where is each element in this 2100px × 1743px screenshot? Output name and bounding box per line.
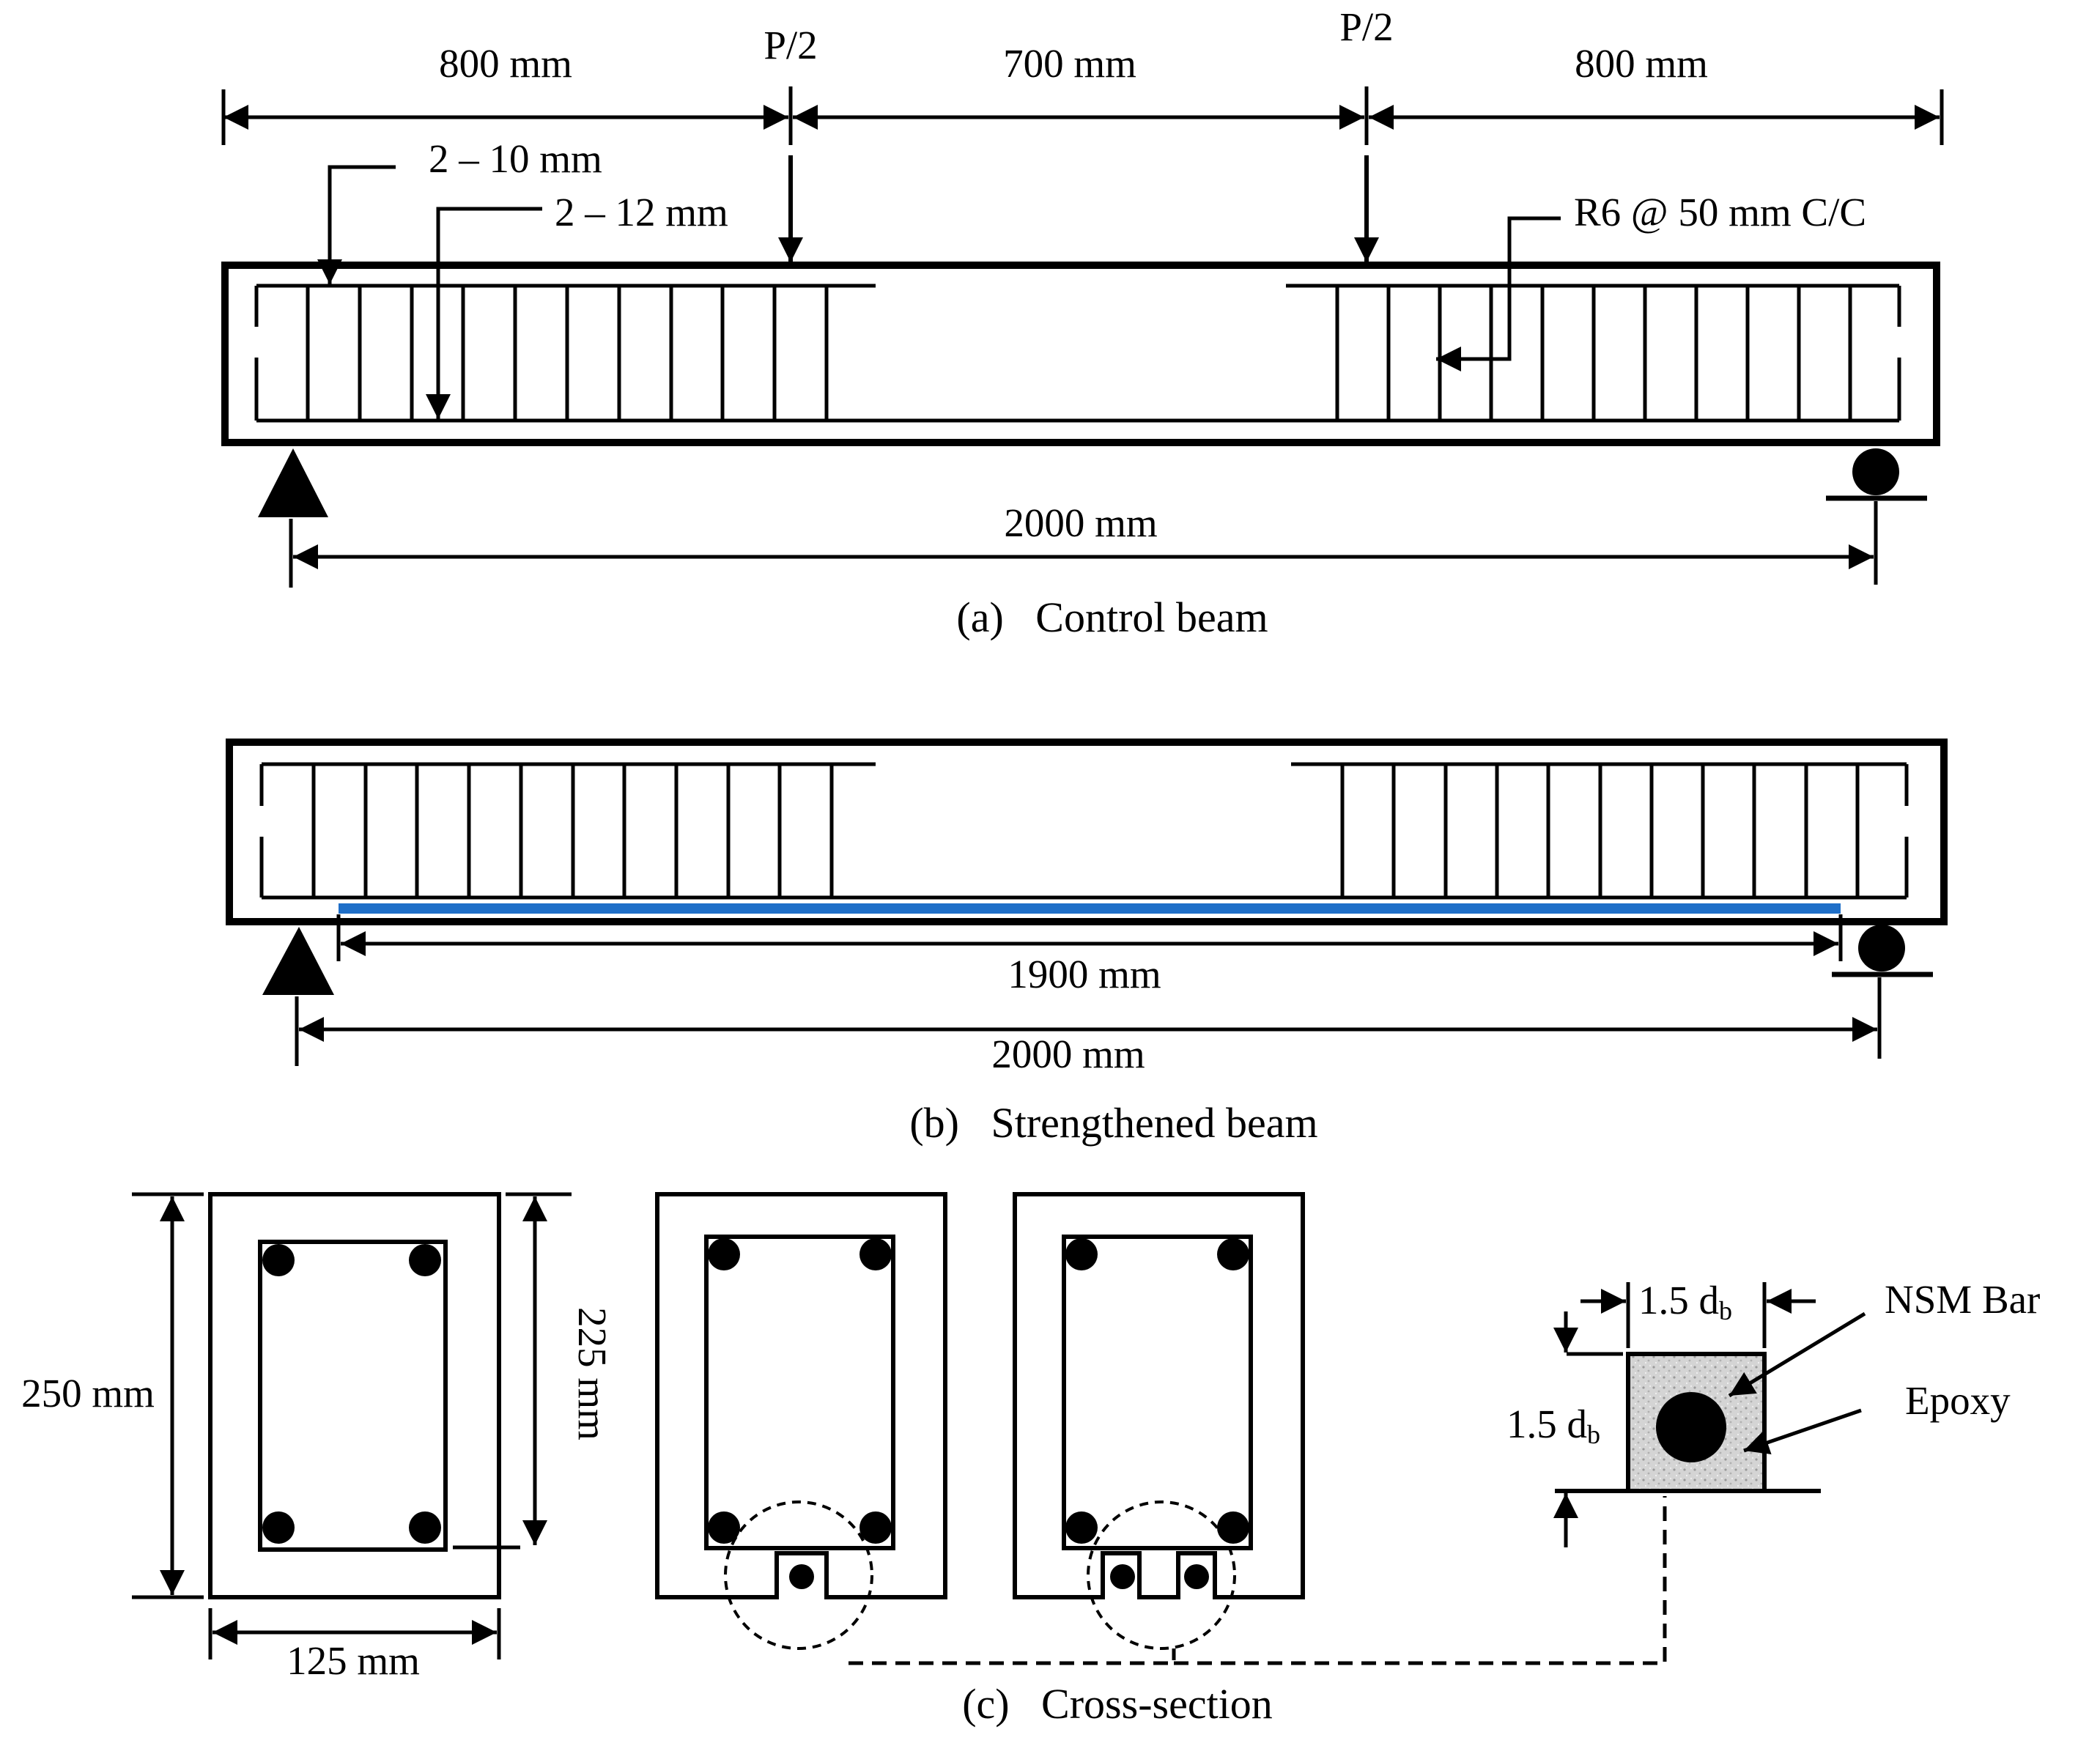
nsm-length-label: 1900 mm (1008, 952, 1161, 996)
cross-section-group: 250 mm 225 mm 125 mm (21, 1192, 2040, 1728)
control-stirrups-left (306, 286, 829, 421)
section-width-label: 125 mm (286, 1638, 420, 1683)
load-label-left: P/2 (764, 23, 817, 67)
strengthened-span-dimension (295, 977, 1882, 1066)
roller-support-icon (1826, 448, 1927, 501)
top-bars-label: 2 – 10 mm (429, 136, 602, 181)
strengthened-beam-outline (226, 739, 1948, 925)
nsm-single-cross-section (655, 1192, 947, 1650)
cross-section-caption: (c) Cross-section (962, 1680, 1273, 1728)
detail-callout-circle (724, 1500, 873, 1650)
bottom-bars-label: 2 – 12 mm (555, 190, 728, 234)
pin-support-icon (258, 448, 328, 517)
nsm-bar-label: NSM Bar (1885, 1277, 2040, 1322)
rebar-dots (262, 1244, 441, 1544)
control-cross-section: 250 mm 225 mm 125 mm (21, 1192, 615, 1683)
groove-depth-label: 1.5 db (1506, 1402, 1600, 1449)
control-beam-outline (221, 262, 1940, 446)
groove-width-label: 1.5 db (1638, 1278, 1732, 1325)
groove-detail: 1.5 db 1.5 db NSM Bar Epoxy (1506, 1277, 2040, 1547)
strengthened-beam-caption: (b) Strengthened beam (909, 1099, 1317, 1147)
stirrups-label: R6 @ 50 mm C/C (1574, 190, 1866, 234)
strengthened-span-label: 2000 mm (991, 1032, 1145, 1076)
control-top-dimension (221, 86, 1944, 145)
strengthened-beam-group: 1900 mm 2000 mm (b) Strengthened beam (226, 739, 1948, 1147)
section-dimensions (132, 1192, 572, 1659)
control-span-label: 2000 mm (1004, 500, 1157, 545)
nsm-double-cross-section (1013, 1192, 1305, 1650)
control-leaders (317, 165, 1561, 419)
epoxy-label: Epoxy (1905, 1378, 2011, 1423)
control-span-dimension (289, 501, 1878, 588)
nsm-bar-dot (1656, 1392, 1726, 1462)
strengthened-reinforcement (259, 762, 1909, 900)
roller-support-icon (1832, 925, 1933, 977)
control-dim-left: 800 mm (439, 41, 572, 86)
detail-callout-circle (1087, 1500, 1236, 1650)
section-inner-height-label: 225 mm (570, 1307, 615, 1440)
control-dim-right: 800 mm (1575, 41, 1708, 86)
strengthened-stirrups-left (311, 764, 834, 898)
nsm-length-dimension (336, 914, 1843, 961)
load-label-right: P/2 (1339, 4, 1393, 49)
strengthened-stirrups-right (1340, 764, 1860, 898)
section-height-label: 250 mm (21, 1371, 155, 1416)
control-stirrups-right (1335, 286, 1852, 421)
control-beam-group: 800 mm 700 mm 800 mm P/2 P/2 2 – 10 m (221, 4, 1944, 641)
control-dim-middle: 700 mm (1003, 41, 1136, 86)
detail-connector-line (848, 1648, 1176, 1665)
pin-support-icon (262, 927, 334, 995)
control-beam-caption: (a) Control beam (956, 593, 1268, 641)
control-reinforcement (254, 284, 1901, 423)
